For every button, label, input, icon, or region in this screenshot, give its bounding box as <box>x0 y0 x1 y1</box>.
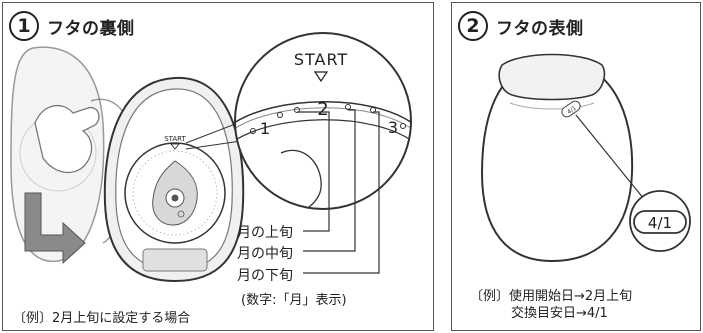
lid-front: 4/1 <box>480 53 653 263</box>
panel-lid-front: 2 フタの表側 4/1 4/1 〔例〕使用開始日→2月上旬 交換目安日→4/1 <box>451 2 701 331</box>
example-line-2: 交換目安日→4/1 <box>511 306 608 321</box>
zoom-detail: START 1 2 3 <box>234 32 412 210</box>
label-leader-lines <box>297 109 380 274</box>
lid-front-illustration: 4/1 4/1 <box>480 53 691 263</box>
lid-back-illustration: START <box>10 32 412 283</box>
label-month-lower: 月の下旬 <box>237 268 293 284</box>
dial-number-2: 2 <box>317 99 328 120</box>
step-number-badge: 2 <box>458 11 488 41</box>
gray-turn-arrow-icon <box>24 192 86 265</box>
label-month-middle: 月の中旬 <box>237 246 293 262</box>
label-month-upper: 月の上旬 <box>237 225 293 241</box>
step-title: フタの裏側 <box>47 18 135 39</box>
example-line-1: 〔例〕使用開始日→2月上旬 <box>470 289 633 304</box>
dial-number-1: 1 <box>260 119 270 138</box>
date-badge: 4/1 <box>648 214 672 232</box>
start-label: START <box>294 50 348 69</box>
step-title: フタの表側 <box>496 18 584 39</box>
dial-number-3: 3 <box>388 118 398 137</box>
label-number-note: (数字:「月」表示) <box>241 293 347 308</box>
panel-lid-back: 1 フタの裏側 START <box>2 2 434 331</box>
step-number-badge: 1 <box>9 11 39 41</box>
zoom-pointer-lines <box>185 120 244 150</box>
start-label-small: START <box>164 135 186 143</box>
example-text: 〔例〕2月上旬に設定する場合 <box>13 311 191 326</box>
step-2-header: 2 フタの表側 <box>458 11 584 41</box>
zoom-badge-circle: 4/1 <box>629 190 691 252</box>
step-1-header: 1 フタの裏側 <box>9 11 135 41</box>
lid-main: START <box>103 76 245 283</box>
svg-text:4/1: 4/1 <box>566 104 578 115</box>
